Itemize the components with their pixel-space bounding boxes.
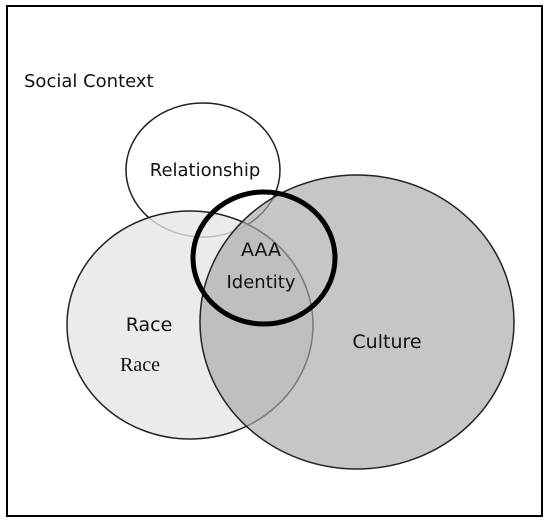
social-context-label: Social Context bbox=[24, 71, 154, 92]
identity-label-line1: AAA bbox=[241, 239, 281, 261]
identity-label-line2: Identity bbox=[227, 272, 296, 293]
race-label-secondary: Race bbox=[120, 354, 160, 376]
culture-circle bbox=[199, 174, 515, 470]
race-label-primary: Race bbox=[126, 314, 173, 336]
culture-label: Culture bbox=[352, 331, 421, 353]
relationship-label: Relationship bbox=[150, 160, 261, 181]
identity-circle bbox=[190, 189, 338, 327]
